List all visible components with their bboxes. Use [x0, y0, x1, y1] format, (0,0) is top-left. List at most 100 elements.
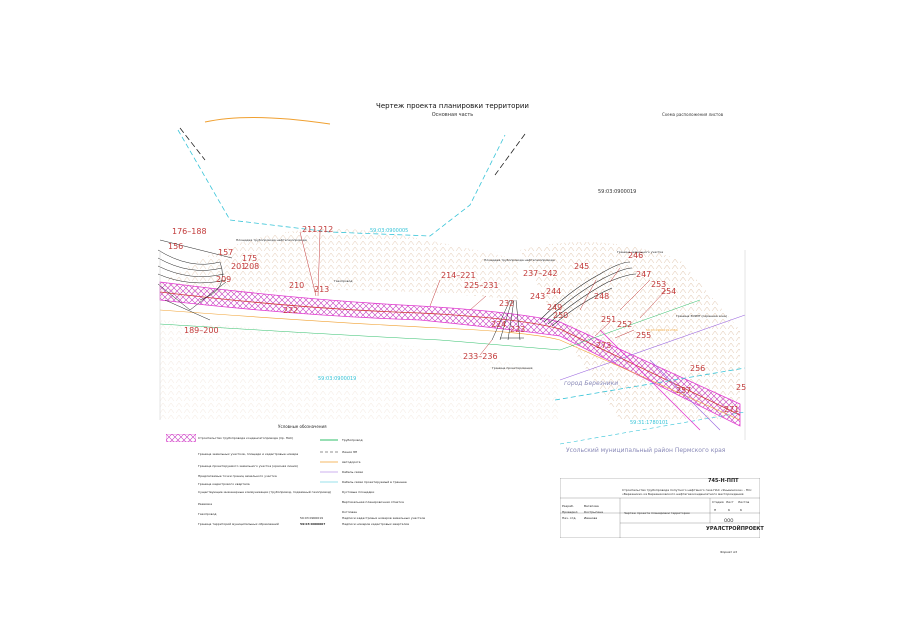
point-label: 273: [596, 341, 612, 350]
red-line: [159, 291, 741, 416]
middle-junction: [491, 299, 524, 341]
point-label: 176–188: [172, 227, 207, 236]
point-label: 248: [594, 292, 610, 301]
stamp-role: Нач. отд.: [562, 516, 577, 520]
point-label: 256: [690, 364, 706, 373]
legend-row: Граница земельных участков, площади и ка…: [198, 452, 299, 456]
legend-row-right: Вертикальная планировочная отметка: [342, 500, 404, 504]
town-label: город Березники: [564, 380, 619, 387]
cadastral-block-top: 59:03:0900005: [370, 228, 409, 234]
stamp-organization: УРАЛСТРОЙПРОЕКТ: [706, 526, 764, 532]
point-label: 250: [553, 311, 569, 320]
point-label: 253: [651, 280, 667, 289]
stamp-name: Кострыгина: [584, 510, 603, 514]
cadastral-block-right: 59:31:1780101: [630, 420, 669, 426]
page-subtitle: Основная часть: [431, 112, 474, 118]
legend-code: 59:03:0900019: [300, 516, 324, 520]
legend-row: Предлагаемые точки границ земельного уча…: [198, 474, 277, 478]
stamp-name: Вагапова: [584, 504, 599, 508]
point-label: 237–242: [523, 269, 558, 278]
legend-row: Строительство трубопровода конденсатопро…: [198, 436, 294, 440]
leader-lines: [299, 231, 667, 356]
green-line: [159, 299, 701, 351]
stamp-role: Проверил: [562, 510, 578, 514]
legend-row-right: Надписи номеров кадастровых кварталов: [342, 522, 409, 526]
stamp-val: 6: [728, 508, 730, 512]
point-label: 214–221: [441, 271, 476, 280]
legend-row: Газопровод: [198, 512, 217, 516]
point-label: 244: [546, 287, 562, 296]
dash-right: [494, 133, 526, 176]
legend-row-right: Автодорога: [342, 460, 361, 464]
point-label: 212: [318, 225, 334, 234]
stamp-val: П: [714, 508, 717, 512]
terrain-north: [160, 228, 520, 300]
cadastral-boundary-east: [554, 367, 746, 401]
stamp-col: Листов: [738, 500, 750, 504]
point-label: 246: [628, 251, 644, 260]
cadastral-block-main: 59:03:0900019: [598, 189, 637, 195]
point-label: 175: [242, 254, 258, 263]
legend-row-right: Котлован: [342, 510, 358, 514]
legend-row-right: Трубопровод: [342, 438, 363, 442]
point-label: 252: [617, 320, 633, 329]
stamp-format: Формат А3: [720, 550, 738, 554]
point-label: 213: [314, 285, 330, 294]
district-label: Усольский муниципальный район Пермского …: [566, 447, 726, 454]
point-label: 211: [302, 225, 318, 234]
point-label: 243: [530, 292, 546, 301]
point-label: 271: [724, 405, 740, 414]
point-label: 255: [636, 331, 652, 340]
callout-note: Граница ЗОУИТ (охранная зона): [676, 314, 727, 318]
point-label: 233–236: [463, 352, 498, 361]
terrain-east: [520, 242, 740, 420]
point-label: 201: [231, 262, 247, 271]
purple-line: [559, 314, 746, 381]
stamp-name: Иванова: [584, 516, 598, 520]
legend-row-right: Кабель связи проектируемый в траншее: [342, 480, 407, 484]
page-title: Чертеж проекта планировки территории: [376, 102, 529, 110]
point-label: 251: [601, 315, 617, 324]
terrain-south: [160, 320, 560, 420]
legend-row-right: Надписи кадастровых номеров земельных уч…: [342, 516, 426, 520]
point-label: 25: [736, 383, 747, 392]
cadastral-block-bottom: 59:03:0900019: [318, 376, 357, 382]
stamp-code: 745-Н-ППТ: [708, 478, 739, 484]
legend-code: 59:03:0900007: [300, 522, 326, 526]
point-label: 247: [636, 270, 652, 279]
callout-note: Площадка трубопровода нефтегазопровода: [236, 238, 307, 242]
orange-boundary: [204, 116, 331, 125]
point-label: 210: [289, 281, 305, 290]
legend-row-right: Кабель связи: [342, 470, 364, 474]
stamp-role: Разраб.: [562, 504, 574, 508]
title-block: [560, 478, 760, 538]
point-label: 257: [676, 386, 692, 395]
legend-swatches-right: [320, 439, 338, 483]
stamp-sheet-title: Чертеж проекта планировки территории: [624, 511, 690, 515]
scheme-note: Схема расположения листов: [662, 112, 724, 117]
left-junction: [157, 239, 233, 321]
point-label: 232: [499, 299, 515, 308]
stamp-description: Строительство трубопровода попутного неф…: [622, 488, 752, 496]
point-label: 223: [510, 325, 526, 334]
point-label: 156: [168, 242, 184, 251]
magenta-spur: [599, 329, 701, 431]
legend-row: Существующие инженерные коммуникации (тр…: [198, 490, 332, 494]
point-label: 249: [547, 303, 563, 312]
legend-row-right: Кустовые площадки: [342, 490, 375, 494]
point-label: 157: [218, 248, 234, 257]
stamp-col: Лист: [726, 500, 734, 504]
legend-row-right: Линия ЭП: [342, 450, 358, 454]
dash-left: [179, 127, 206, 161]
legend-row: Граница проектируемого земельного участк…: [198, 464, 298, 468]
legend-row: Граница кадастрового квартала: [198, 482, 250, 486]
point-label: 224: [491, 320, 507, 329]
callout-note: Газопровод: [334, 279, 353, 283]
point-label: 222: [283, 306, 299, 315]
callout-note: 59:03:0900019:2364: [646, 328, 678, 332]
point-label: 254: [661, 287, 677, 296]
point-label: 245: [574, 262, 590, 271]
cadastral-boundary-top: [177, 129, 506, 237]
legend-row: Граница территорий муниципальных образов…: [198, 522, 279, 526]
